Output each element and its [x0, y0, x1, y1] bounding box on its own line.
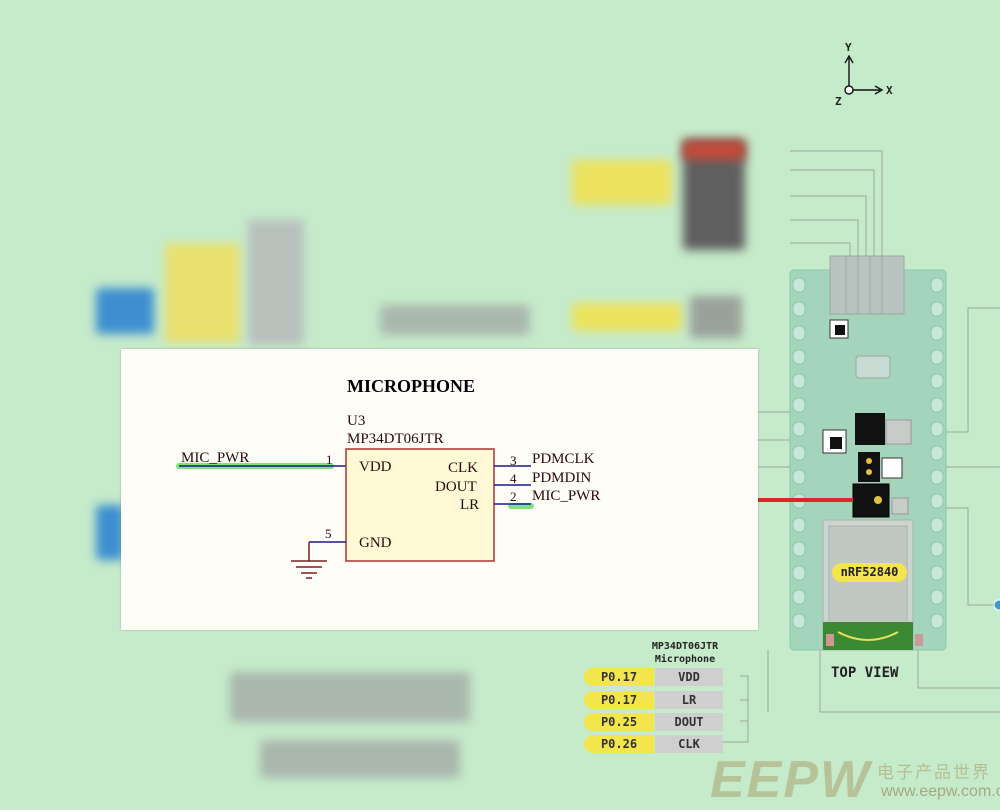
- led-component: [858, 452, 880, 482]
- pin-dout-name: DOUT: [435, 479, 477, 495]
- u3-body: [345, 448, 495, 562]
- pin-signal: CLK: [655, 735, 723, 753]
- schematic-title: MICROPHONE: [347, 376, 475, 396]
- schematic-panel: MICROPHONE U3 MP34DT06JTR MIC_PWR 1 VDD …: [121, 349, 758, 630]
- left-net-label: MIC_PWR: [181, 450, 250, 466]
- axis-indicator: [844, 54, 884, 95]
- top-view-label: TOP VIEW: [831, 665, 899, 681]
- component-grey-2: [891, 497, 909, 515]
- pin-gnd-name: GND: [359, 535, 392, 551]
- pin-3-number: 3: [510, 453, 517, 468]
- schematic-drawing: [176, 448, 534, 579]
- pin-lr-name: LR: [460, 497, 480, 513]
- pin-vdd-name: VDD: [359, 459, 392, 475]
- watermark-logo: EEPW: [710, 751, 872, 809]
- pin-port: P0.17: [584, 668, 654, 686]
- schematic-ref: U3: [347, 413, 366, 429]
- component-small-3: [881, 457, 903, 479]
- axis-x-label: X: [886, 84, 893, 97]
- watermark: EEPW 电子产品世界 www.eepw.com.cn: [705, 750, 1000, 809]
- pin-port: P0.17: [584, 691, 654, 709]
- pin-table-heading-part: MP34DT06JTR: [651, 641, 719, 652]
- pin-clk-name: CLK: [448, 460, 478, 476]
- edge-pads: [792, 277, 944, 629]
- pin-1-number: 1: [326, 452, 333, 467]
- pin-table-heading-desc: Microphone: [654, 654, 716, 665]
- edge-marker-dot: [993, 599, 1000, 611]
- pin-2-number: 2: [510, 489, 517, 504]
- net-mic-pwr-label: MIC_PWR: [532, 488, 601, 504]
- schematic-part: MP34DT06JTR: [347, 431, 444, 447]
- pin-port: P0.25: [584, 713, 654, 731]
- component-large-1: [855, 413, 885, 445]
- pin-signal: LR: [655, 691, 723, 709]
- pin-signal: VDD: [655, 668, 723, 686]
- axis-y-label: Y: [845, 41, 852, 54]
- net-pdmclk-label: PDMCLK: [532, 451, 595, 467]
- watermark-tagline: 电子产品世界: [877, 763, 991, 783]
- chip-label-badge: nRF52840: [832, 563, 907, 582]
- net-pdmdin-label: PDMDIN: [532, 470, 592, 486]
- pin-port: P0.26: [584, 735, 654, 753]
- axis-z-label: Z: [835, 95, 842, 108]
- component-grey-1: [885, 419, 912, 445]
- microphone-chip: [852, 483, 890, 518]
- pin-5-number: 5: [325, 526, 332, 541]
- watermark-url: www.eepw.com.cn: [881, 783, 1000, 800]
- antenna: [823, 622, 913, 650]
- pin-4-number: 4: [510, 471, 517, 486]
- pin-signal: DOUT: [655, 713, 723, 731]
- usb-connector: [829, 255, 905, 315]
- pin-table-heading: MP34DT06JTR Microphone: [620, 640, 750, 666]
- reset-button: [855, 355, 891, 379]
